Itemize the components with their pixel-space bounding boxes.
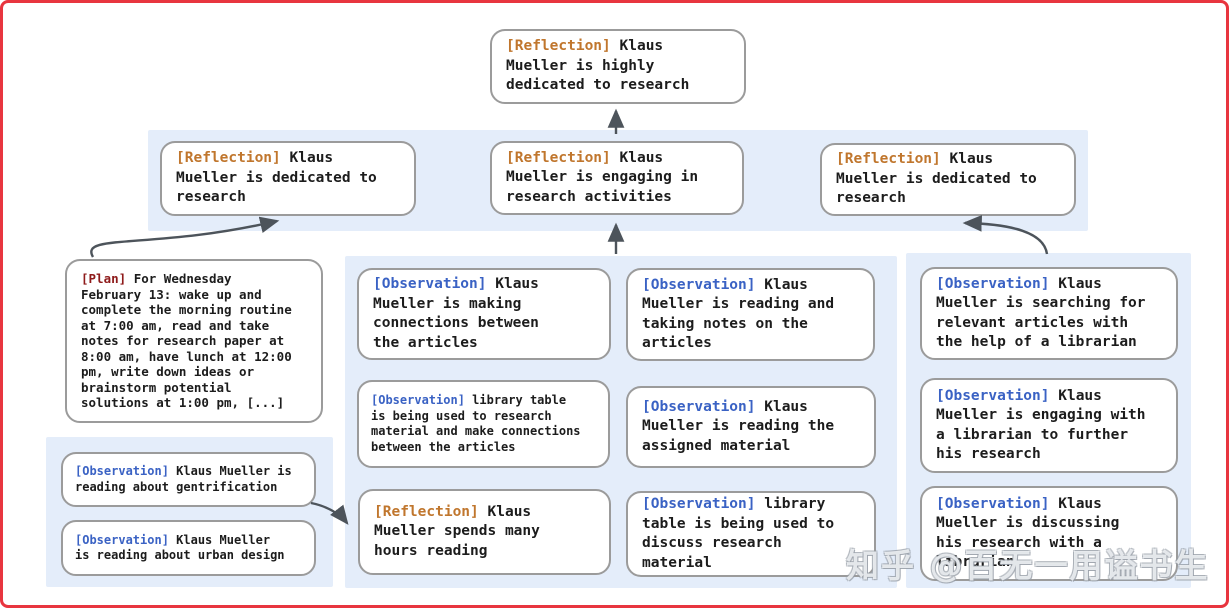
node-text: Klaus Mueller is reading about urban des…	[75, 532, 285, 563]
node-observation-library-table-discuss: [Observation] library table is being use…	[626, 491, 876, 577]
node-text: Klaus Mueller is engaging in research ac…	[506, 149, 699, 205]
node-observation-assigned-material: [Observation] Klaus Mueller is reading t…	[626, 386, 876, 468]
node-plan: [Plan] For Wednesday February 13: wake u…	[65, 259, 323, 423]
observation-tag: [Observation]	[75, 464, 169, 478]
plan-tag: [Plan]	[81, 271, 127, 287]
node-text: Klaus Mueller is making connections betw…	[373, 276, 539, 351]
reflection-tag: [Reflection]	[506, 38, 611, 55]
node-observation-taking-notes: [Observation] Klaus Mueller is reading a…	[626, 268, 875, 361]
node-observation-library-table-research: [Observation] library table is being use…	[357, 380, 610, 468]
node-reflection-spends-hours-reading: [Reflection] Klaus Mueller spends many h…	[358, 489, 611, 575]
node-text: Klaus Mueller spends many hours reading	[374, 503, 540, 559]
observation-tag: [Observation]	[936, 495, 1050, 512]
reflection-tag: [Reflection]	[506, 149, 611, 166]
node-reflection-left: [Reflection] Klaus Mueller is dedicated …	[160, 141, 416, 216]
node-text: Klaus Mueller is reading about gentrific…	[75, 464, 292, 494]
node-reflection-right: [Reflection] Klaus Mueller is dedicated …	[820, 143, 1076, 216]
node-observation-making-connections: [Observation] Klaus Mueller is making co…	[357, 268, 611, 360]
observation-tag: [Observation]	[75, 532, 169, 547]
observation-tag: [Observation]	[936, 275, 1050, 292]
zhihu-watermark: 知乎 @百无一用谥书生	[846, 546, 1210, 585]
observation-tag: [Observation]	[936, 387, 1050, 404]
reflection-tag: [Reflection]	[374, 503, 479, 520]
node-text: Klaus Mueller is reading and taking note…	[642, 276, 835, 352]
node-text: library table is being used to discuss r…	[642, 496, 835, 571]
observation-tag: [Observation]	[371, 393, 465, 407]
node-text: library table is being used to research …	[371, 393, 581, 454]
node-root-reflection: [Reflection] Klaus Mueller is highly ded…	[490, 29, 746, 104]
observation-tag: [Observation]	[642, 398, 756, 415]
reflection-tag: [Reflection]	[836, 151, 941, 168]
node-observation-engaging-librarian: [Observation] Klaus Mueller is engaging …	[920, 378, 1178, 473]
node-text: Klaus Mueller is engaging with a librari…	[936, 387, 1146, 463]
node-text: For Wednesday February 13: wake up and c…	[81, 271, 292, 411]
node-reflection-middle: [Reflection] Klaus Mueller is engaging i…	[490, 141, 744, 215]
node-text: Klaus Mueller is discussing his research…	[936, 495, 1120, 571]
observation-tag: [Observation]	[642, 496, 756, 512]
node-text: Klaus Mueller is searching for relevant …	[936, 275, 1146, 351]
node-text: Klaus Mueller is reading the assigned ma…	[642, 398, 835, 454]
observation-tag: [Observation]	[373, 276, 487, 292]
node-observation-gentrification: [Observation] Klaus Mueller is reading a…	[61, 452, 316, 507]
reflection-tag: [Reflection]	[176, 150, 281, 167]
node-text: Klaus Mueller is dedicated to research	[836, 151, 1037, 207]
node-observation-urban-design: [Observation] Klaus Mueller is reading a…	[61, 520, 316, 576]
node-text: Klaus Mueller is highly dedicated to res…	[506, 38, 690, 94]
node-observation-searching-articles: [Observation] Klaus Mueller is searching…	[920, 267, 1178, 360]
node-observation-discussing-research: [Observation] Klaus Mueller is discussin…	[920, 486, 1178, 581]
node-text: Klaus Mueller is dedicated to research	[176, 150, 377, 206]
observation-tag: [Observation]	[642, 276, 756, 293]
